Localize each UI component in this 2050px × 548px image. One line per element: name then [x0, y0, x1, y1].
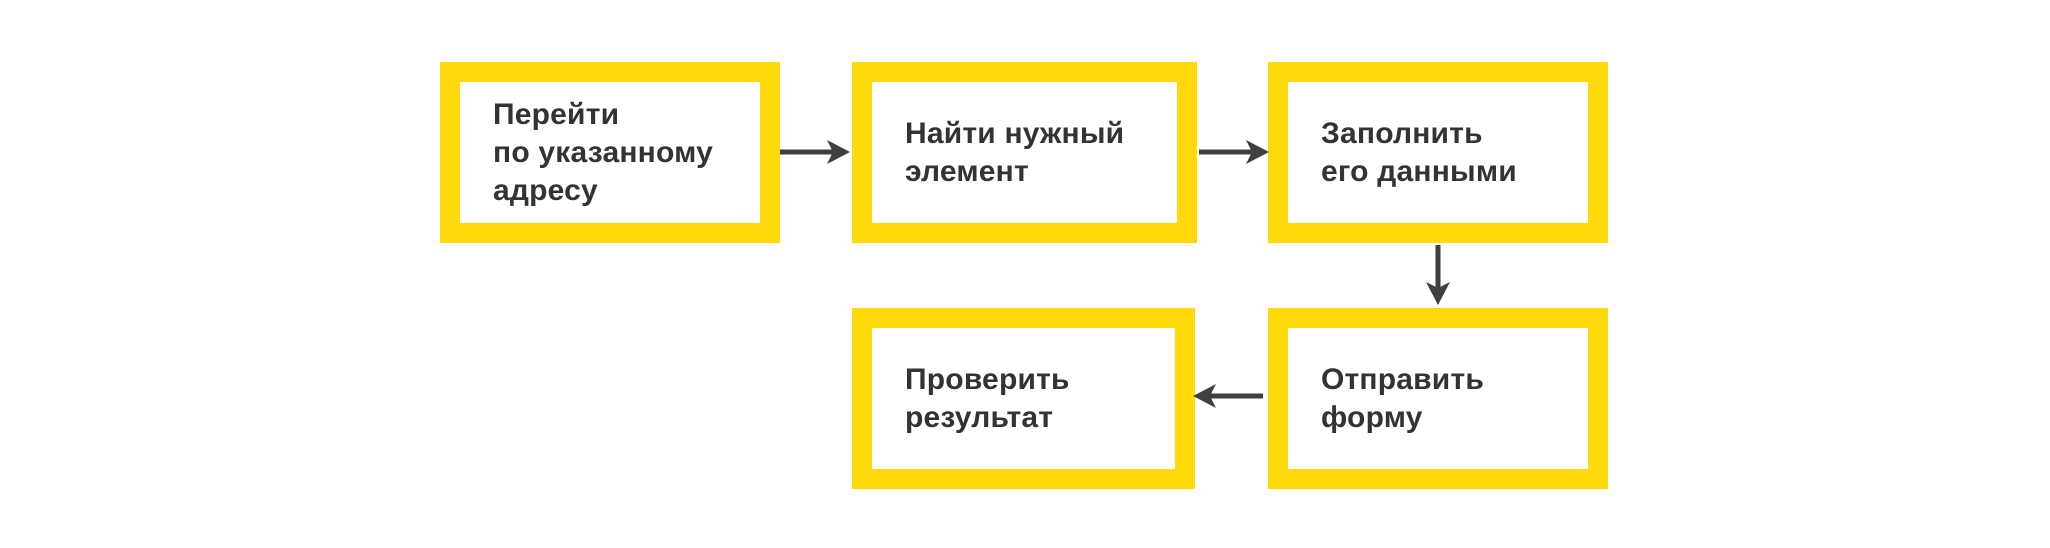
flow-node-goto-address: Перейти по указанному адресу — [440, 62, 780, 243]
node-label-goto-address: Перейти по указанному адресу — [493, 97, 713, 207]
arrow-right-icon — [780, 140, 850, 164]
arrow-down-icon — [1426, 245, 1450, 305]
flow-node-submit-form: Отправить форму — [1268, 308, 1608, 489]
arrow-right-icon — [1199, 140, 1269, 164]
flow-node-check-result: Проверить результат — [852, 308, 1195, 489]
flow-node-find-element: Найти нужный элемент — [852, 62, 1197, 243]
node-label-fill-with-data: Заполнить его данными — [1321, 116, 1517, 188]
flow-node-fill-with-data: Заполнить его данными — [1268, 62, 1608, 243]
node-label-submit-form: Отправить форму — [1321, 362, 1484, 434]
node-label-find-element: Найти нужный элемент — [905, 116, 1125, 188]
arrow-left-icon — [1193, 384, 1263, 408]
node-label-check-result: Проверить результат — [905, 362, 1070, 434]
